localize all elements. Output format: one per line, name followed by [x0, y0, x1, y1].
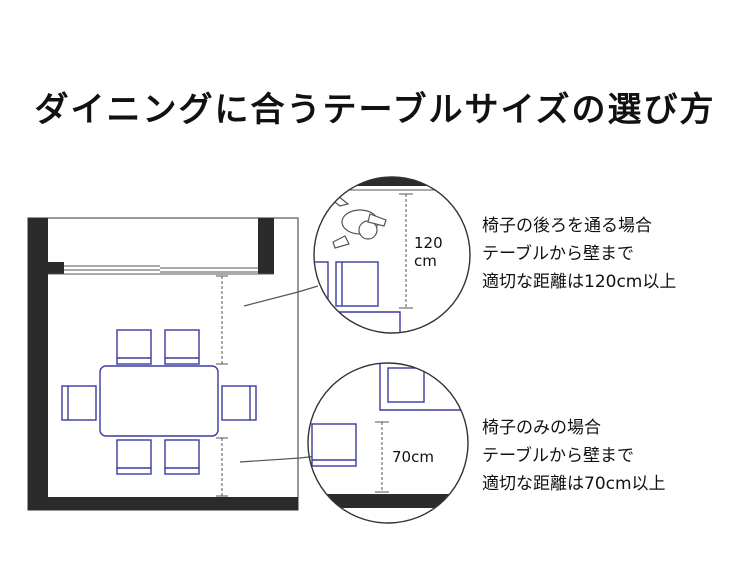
callout-pointer-bottom	[239, 455, 319, 463]
chair	[335, 261, 379, 307]
zoom-circle-bottom: 70cm	[307, 362, 469, 524]
note-bottom-line-2: テーブルから壁まで	[482, 446, 634, 466]
chair	[311, 423, 357, 467]
top-right-wall-segment	[258, 218, 274, 274]
chair	[387, 367, 425, 403]
note-top-line-2: テーブルから壁まで	[482, 244, 634, 264]
zoom-circle-bottom-outline	[307, 362, 469, 524]
note-top-line-3: 適切な距離は120cm以上	[482, 272, 677, 292]
note-bottom-line-3: 適切な距離は70cm以上	[482, 474, 666, 494]
zoom-circle-top: 120 cm	[313, 176, 471, 334]
chair	[116, 329, 152, 365]
note-top: 椅子の後ろを通る場合 テーブルから壁まで 適切な距離は120cm以上	[482, 212, 676, 296]
chair	[116, 439, 152, 475]
dimension-label-120: 120	[414, 234, 443, 252]
person-icon	[330, 195, 387, 249]
room-floor-plan	[27, 217, 319, 511]
plan-dimension-top	[216, 275, 228, 365]
zoom-circle-top-outline	[313, 176, 471, 334]
note-bottom-line-1: 椅子のみの場合	[482, 418, 601, 438]
dimension-label-70cm: 70cm	[392, 448, 434, 466]
chair	[164, 439, 200, 475]
chair	[314, 261, 329, 307]
room-outline	[27, 217, 299, 511]
note-top-line-1: 椅子の後ろを通る場合	[482, 216, 652, 236]
callout-pointer-top	[243, 285, 319, 307]
chair	[221, 385, 257, 421]
dining-table	[99, 365, 219, 437]
left-wall	[28, 218, 48, 510]
note-bottom: 椅子のみの場合 テーブルから壁まで 適切な距離は70cm以上	[482, 414, 666, 498]
plan-dimension-bottom	[216, 437, 228, 497]
chair	[61, 385, 97, 421]
top-left-wall-stub	[28, 262, 64, 274]
chair	[164, 329, 200, 365]
bottom-wall	[28, 497, 298, 510]
page-title: ダイニングに合うテーブルサイズの選び方	[34, 90, 716, 130]
dimension-label-cm: cm	[414, 252, 437, 270]
